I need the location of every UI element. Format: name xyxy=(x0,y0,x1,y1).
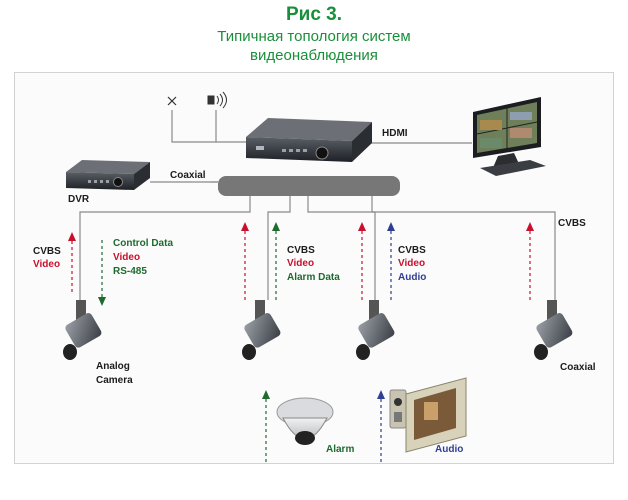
cam2-cvbs-label: CVBS xyxy=(287,245,315,256)
dvr-label: DVR xyxy=(68,194,90,205)
cam1-video-label: Video xyxy=(33,259,61,270)
cam2-video-label: Video xyxy=(287,258,315,269)
cam1-rs485-label: RS-485 xyxy=(113,266,147,277)
bullet-camera-icon xyxy=(356,300,395,360)
camera-label: Camera xyxy=(96,375,133,386)
alarm-label: Alarm xyxy=(326,444,355,455)
dome-camera-icon xyxy=(276,397,334,445)
cam3-audio-label: Audio xyxy=(398,272,427,283)
ptz-icon xyxy=(167,96,177,106)
coaxial-camera-label: Coaxial xyxy=(560,362,596,373)
cam3-cvbs-label: CVBS xyxy=(398,245,426,256)
signal-arrows xyxy=(71,230,531,462)
coaxial-dvr-label: Coaxial xyxy=(170,170,206,181)
ptz-link xyxy=(171,110,247,143)
cam1-cvbs-label: CVBS xyxy=(33,246,61,257)
cvbs-right-label: CVBS xyxy=(558,218,586,229)
bullet-camera-icon xyxy=(63,300,102,360)
cam3-link xyxy=(307,195,376,300)
figure-number: Рис 3. xyxy=(285,4,343,25)
bullet-camera-icon xyxy=(242,300,281,360)
connection-lines xyxy=(79,110,556,300)
cam1-video2-label: Video xyxy=(113,252,141,263)
bullet-camera-icon xyxy=(534,300,573,360)
intercom-icon xyxy=(389,377,467,453)
cam2-alarm-data-label: Alarm Data xyxy=(287,272,340,283)
cam2-link xyxy=(267,195,291,300)
monitor-icon xyxy=(473,97,546,176)
speaker-icon xyxy=(207,91,227,109)
cam1-control-label: Control Data xyxy=(113,238,173,249)
dvr-icon xyxy=(66,160,150,190)
arrow-heads xyxy=(68,222,534,399)
hdmi-label: HDMI xyxy=(382,128,408,139)
analog-label: Analog xyxy=(96,361,130,372)
figure-title-line2: видеонаблюдения xyxy=(250,47,378,64)
nvr-icon xyxy=(246,118,372,162)
network-bus xyxy=(218,176,400,196)
cam4-link xyxy=(371,195,556,300)
audio-label: Audio xyxy=(435,444,464,455)
cam1-link xyxy=(79,195,251,300)
figure-title-line1: Типичная топология систем xyxy=(217,28,411,45)
cam3-video-label: Video xyxy=(398,258,426,269)
